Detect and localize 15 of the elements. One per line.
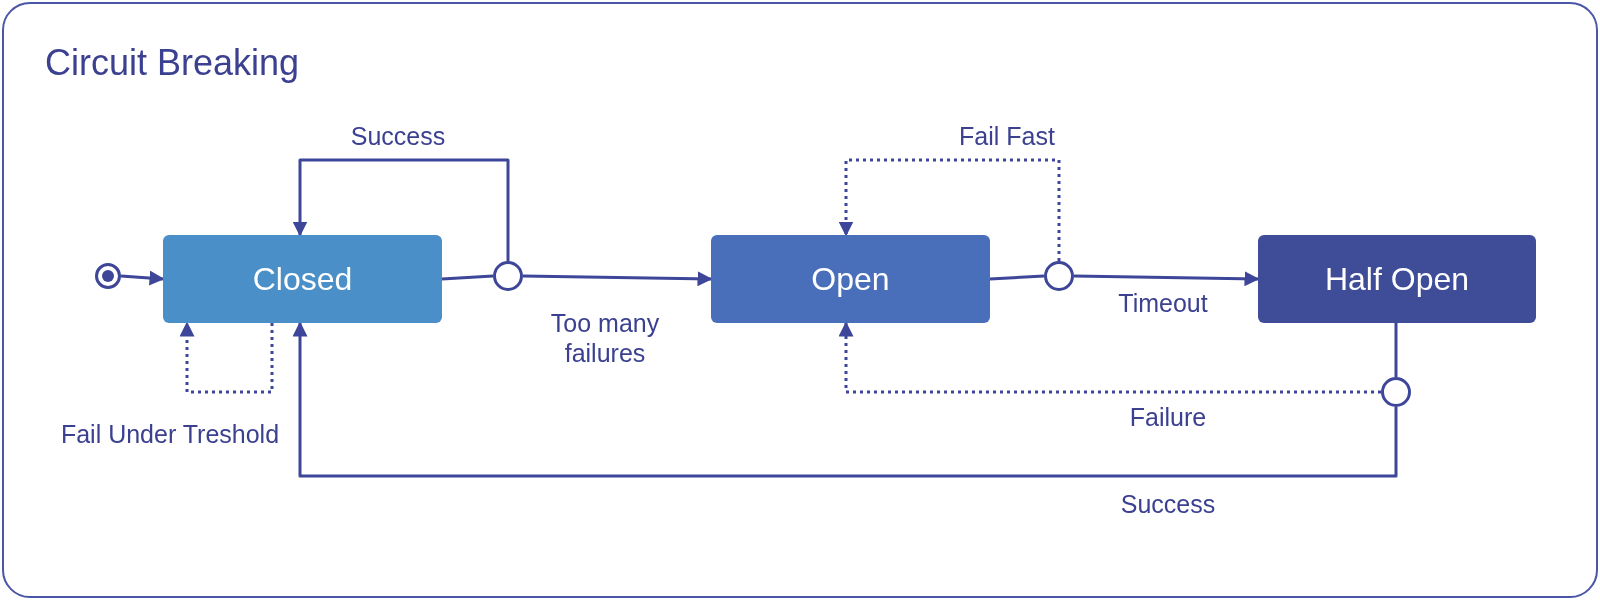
connector-line	[1394, 323, 1398, 377]
state-box: Closed	[163, 235, 442, 323]
arrow	[179, 321, 274, 394]
arrow	[838, 158, 1061, 261]
arrow	[522, 271, 713, 287]
connector-line	[989, 274, 1045, 281]
arrow	[292, 321, 1398, 478]
arrow	[838, 321, 1381, 394]
arrow	[292, 158, 510, 261]
diagram-title: Circuit Breaking	[45, 41, 300, 85]
state-box: Open	[711, 235, 990, 323]
arrow	[120, 270, 165, 286]
connector-line	[441, 274, 494, 281]
arrow	[1073, 271, 1260, 287]
state-box: Half Open	[1258, 235, 1536, 323]
